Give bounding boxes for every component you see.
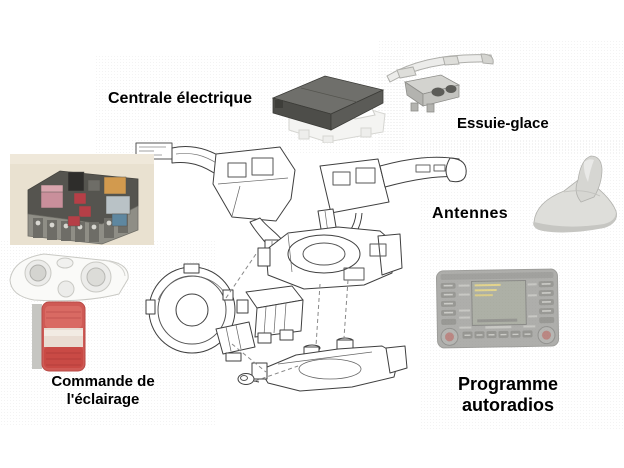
central-housing-drawing: [257, 226, 403, 290]
taillight-body: [41, 301, 86, 372]
right-stalk-drawing: [317, 156, 467, 249]
power-module-illustration: [271, 75, 386, 143]
label-antennes: Antennes: [432, 205, 509, 222]
label-commande-line2: l'éclairage: [66, 391, 140, 408]
fuse-box-photo: [10, 154, 154, 245]
tail-light-photo: [32, 301, 86, 372]
taillight-gray-strip: [32, 304, 42, 369]
radio-knobs: [440, 326, 556, 346]
radio-screen: [471, 279, 527, 326]
label-centrale-electrique: Centrale électrique: [108, 90, 253, 107]
label-programme-line1: Programme: [457, 374, 559, 394]
steering-column-exploded-drawing: [135, 142, 467, 392]
clock-spring-drawing: [145, 263, 256, 362]
bottom-bracket-drawing: [237, 337, 408, 392]
fusebox-relays: [40, 171, 131, 227]
wiper-assembly-illustration: [386, 53, 494, 113]
wiper-linkage-bar: [386, 53, 494, 83]
label-commande-line1: Commande de: [51, 373, 155, 390]
car-radio-photo: [435, 268, 560, 349]
roof-antenna-illustration: [533, 155, 617, 233]
label-essuie-glace: Essuie-glace: [457, 115, 549, 132]
headlight-photo: [9, 253, 129, 302]
lower-module-drawing: [236, 285, 304, 344]
label-commande-eclairage: Commande de l'éclairage: [30, 373, 176, 409]
label-programme-autoradios: Programme autoradios: [437, 374, 579, 416]
module-dark-lid: [271, 75, 385, 131]
wiper-module-box: [403, 74, 461, 113]
label-programme-line2: autoradios: [461, 395, 554, 415]
assembly-dashed-lines: [225, 253, 349, 382]
